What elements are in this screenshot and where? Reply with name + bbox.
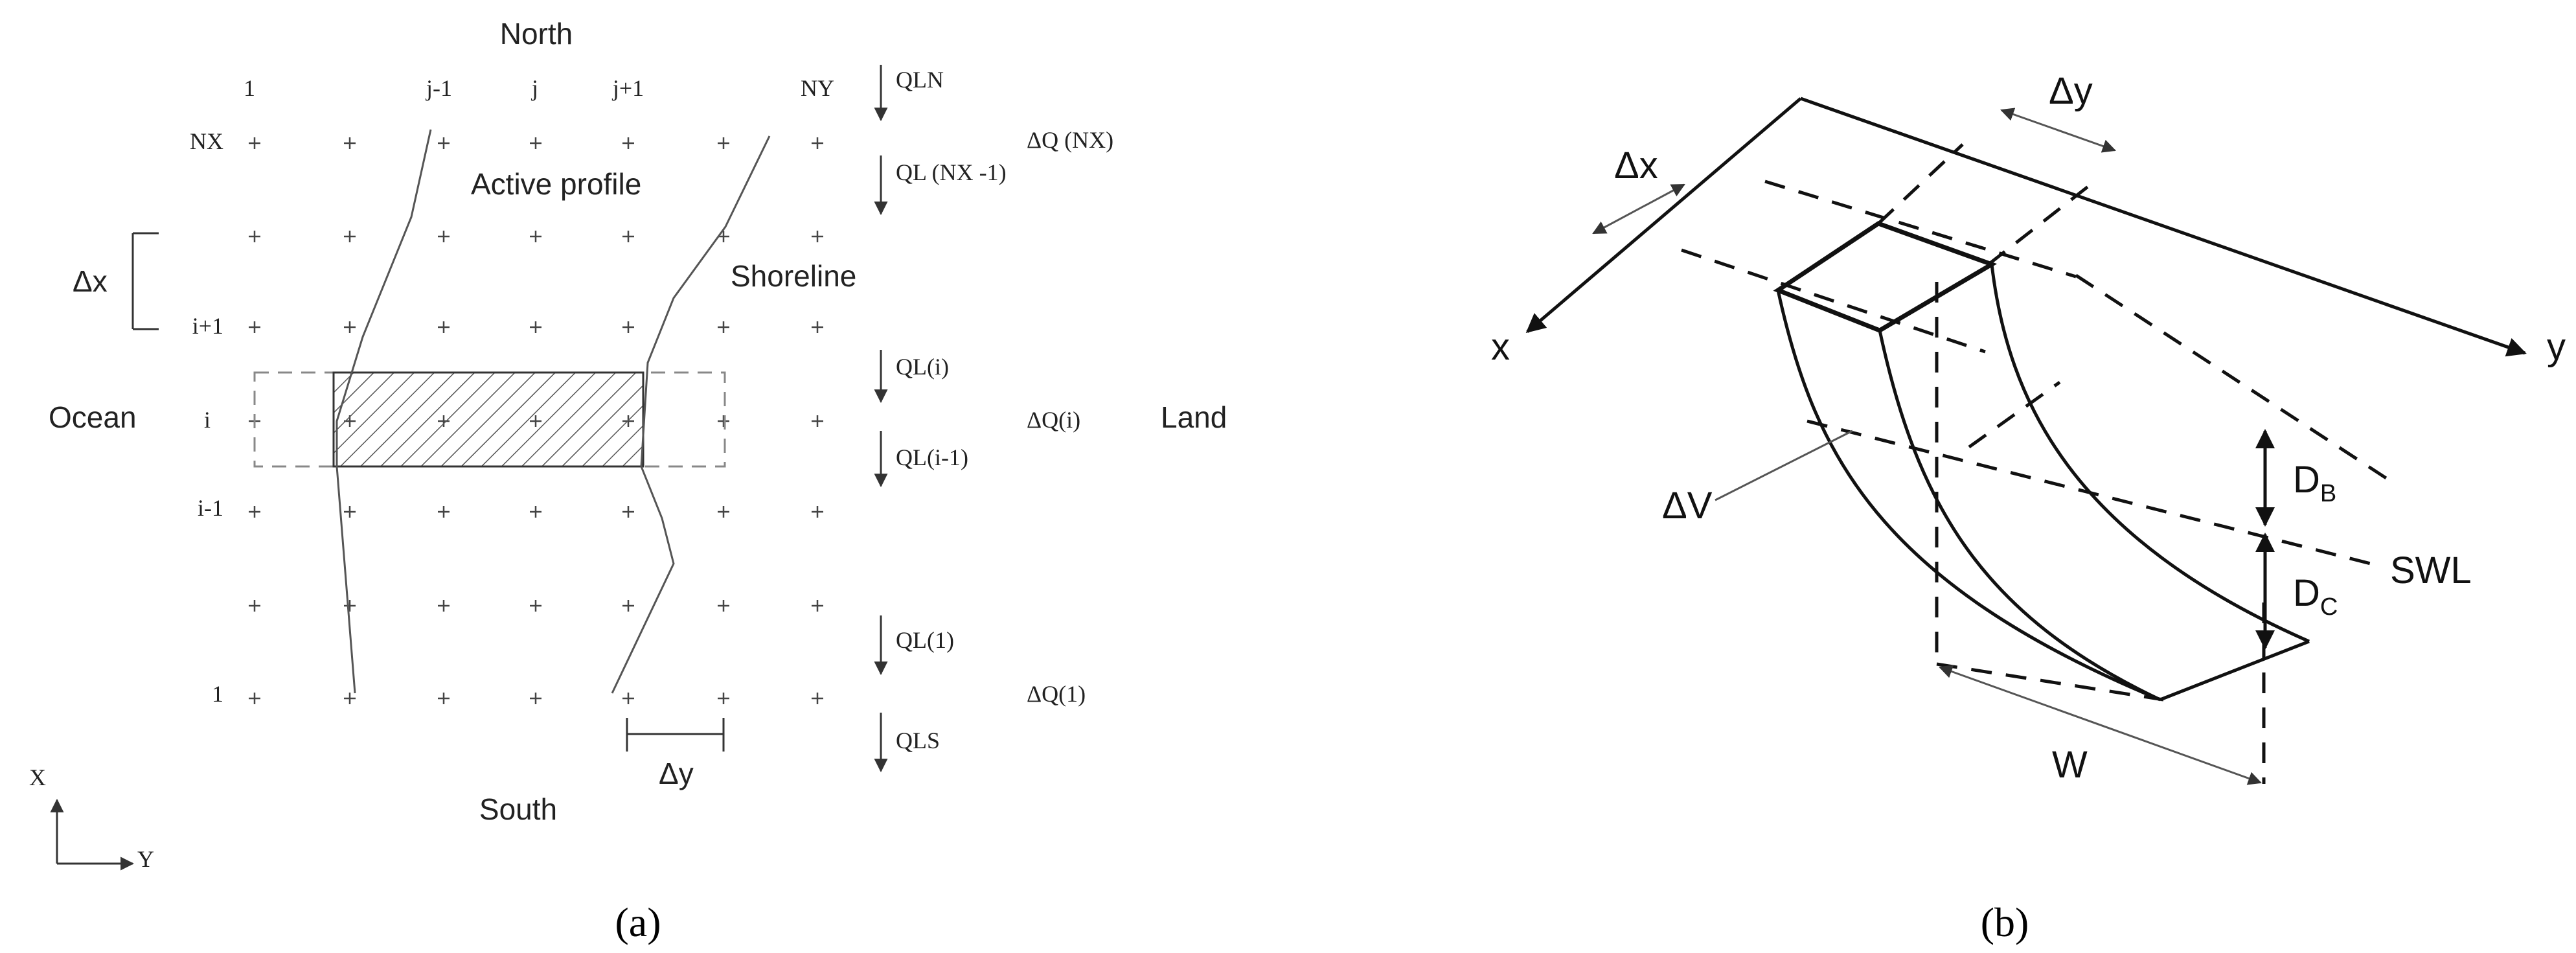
dq-label-1: ΔQ(1) <box>1027 681 1086 707</box>
db-label: DB <box>2293 459 2336 507</box>
south-label: South <box>479 792 557 826</box>
grid-node-markers <box>249 137 823 704</box>
flux-label-ql-i-1: QL(i-1) <box>896 444 968 470</box>
volume-profile-right <box>1990 264 2310 643</box>
row-label-i-plus-1: i+1 <box>192 313 223 339</box>
shoreline-dash <box>1968 380 2061 449</box>
dy-dimension: Δy <box>626 718 725 790</box>
hatched-cell <box>332 371 644 468</box>
xy-axis-indicator: X Y <box>29 764 154 872</box>
dash-transect-left <box>1681 248 1986 354</box>
db-label-main: D <box>2293 459 2320 501</box>
flux-label-ql-nx-1: QL (NX -1) <box>896 159 1007 185</box>
active-profile-label: Active profile <box>471 167 641 201</box>
y-axis-label: y <box>2547 326 2566 368</box>
x-axis-line <box>1525 97 1802 333</box>
shoreline-label: Shoreline <box>731 259 856 293</box>
w-dimension-arrow <box>1939 665 2262 785</box>
shoreline-line <box>611 135 771 694</box>
ocean-label: Ocean <box>49 400 137 434</box>
dash-cell-top <box>1877 143 1964 225</box>
dx-dimension-arrow <box>1592 183 1685 235</box>
active-profile-boundary-line <box>336 129 432 694</box>
dc-label-main: D <box>2293 572 2320 614</box>
dx-dimension: Δx <box>73 232 159 330</box>
col-label-j-plus-1: j+1 <box>611 75 644 101</box>
row-label-i: i <box>204 407 211 433</box>
dash-cell-right <box>1987 182 2093 266</box>
volume-profile-left <box>1776 290 2161 702</box>
dv-leader-line <box>1715 430 1853 501</box>
panel-a-grid-diagram: North South Ocean Land Active profile Sh… <box>29 17 1227 945</box>
dc-label: DC <box>2293 572 2338 621</box>
axis-x-label: X <box>29 764 46 790</box>
panel-b-volume-diagram: Δx Δy x y ΔV DB DC SWL W (b) <box>1491 70 2566 945</box>
dy-dimension-arrow <box>2000 108 2116 153</box>
y-axis-line <box>1800 97 2527 357</box>
axis-y-label: Y <box>137 846 154 872</box>
dv-label: ΔV <box>1662 485 1713 527</box>
surface-cell-box <box>1773 221 1998 333</box>
col-label-j-minus-1: j-1 <box>425 75 452 101</box>
volume-bottom-edge <box>2160 639 2310 702</box>
berm-level-line <box>2075 273 2391 483</box>
db-label-subscript: B <box>2320 480 2336 507</box>
dx-label: Δx <box>73 264 108 298</box>
flux-label-ql-i: QL(i) <box>896 354 949 380</box>
caption-b: (b) <box>1981 899 2029 945</box>
dx-label-b: Δx <box>1614 144 1658 187</box>
row-label-1: 1 <box>212 681 223 707</box>
col-label-j: j <box>530 75 538 101</box>
col-label-1: 1 <box>244 75 255 101</box>
land-label: Land <box>1161 400 1227 434</box>
col-label-ny: NY <box>801 75 834 101</box>
base-line <box>1936 662 2164 702</box>
row-label-nx: NX <box>190 128 223 154</box>
x-axis-label: x <box>1491 326 1510 368</box>
dq-label-i: ΔQ(i) <box>1027 407 1080 433</box>
dc-label-subscript: C <box>2320 593 2338 621</box>
row-label-i-minus-1: i-1 <box>198 495 223 521</box>
flux-label-qls: QLS <box>896 728 940 753</box>
dy-label: Δy <box>659 757 694 790</box>
volume-profile-middle <box>1878 330 2161 702</box>
caption-a: (a) <box>615 899 661 945</box>
flux-label-qln: QLN <box>896 67 944 93</box>
dy-label-b: Δy <box>2049 70 2093 112</box>
dash-transect-right <box>1764 179 2077 279</box>
dq-label-nx: ΔQ (NX) <box>1027 127 1113 153</box>
swl-label: SWL <box>2390 549 2472 591</box>
flux-label-ql-1: QL(1) <box>896 627 954 653</box>
w-label: W <box>2052 744 2088 786</box>
north-label: North <box>500 17 573 51</box>
